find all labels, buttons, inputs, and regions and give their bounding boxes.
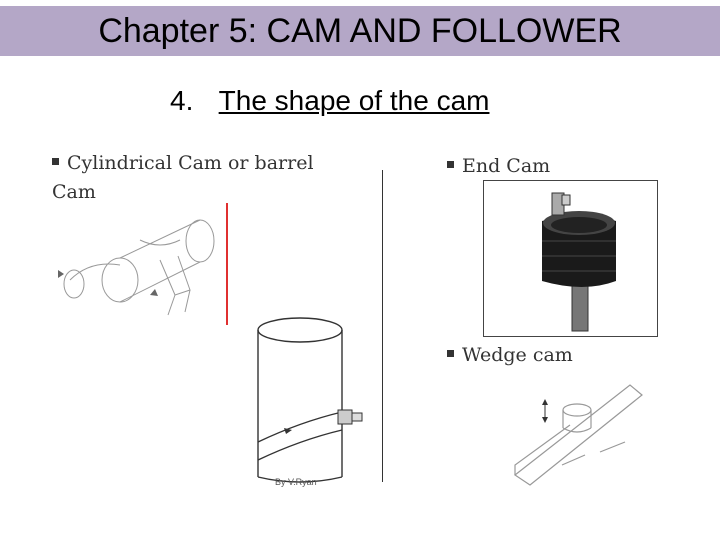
section-heading: 4. The shape of the cam [170,85,489,117]
barrel-cam-credit: By V.Ryan [275,477,317,487]
section-title: The shape of the cam [218,85,490,116]
end-cam-label: End Cam [447,155,550,177]
cylindrical-cam-label-line2: Cam [52,181,96,203]
section-number: 4. [170,85,194,116]
bullet-icon [52,157,59,165]
bullet-icon [447,349,454,357]
end-cam-figure-frame [483,180,658,337]
cylindrical-cam-label-2: Cam [52,181,96,203]
wedge-cam-label: Wedge cam [447,344,573,366]
slide-title: Chapter 5: CAM AND FOLLOWER [98,11,622,50]
bullet-icon [447,160,454,168]
wedge-cam-figure [513,384,643,486]
end-cam-figure [542,192,616,332]
cylindrical-cam-figure [58,219,215,316]
barrel-cam-figure [257,317,363,483]
wedge-cam-label-text: Wedge cam [462,344,573,366]
column-divider [382,170,383,482]
title-bar: Chapter 5: CAM AND FOLLOWER [0,6,720,56]
cylindrical-cam-label: Cylindrical Cam or barrel [52,152,314,174]
cylindrical-cam-label-line1: Cylindrical Cam or barrel [67,152,314,174]
red-accent-line [226,203,228,325]
end-cam-label-text: End Cam [462,155,551,177]
